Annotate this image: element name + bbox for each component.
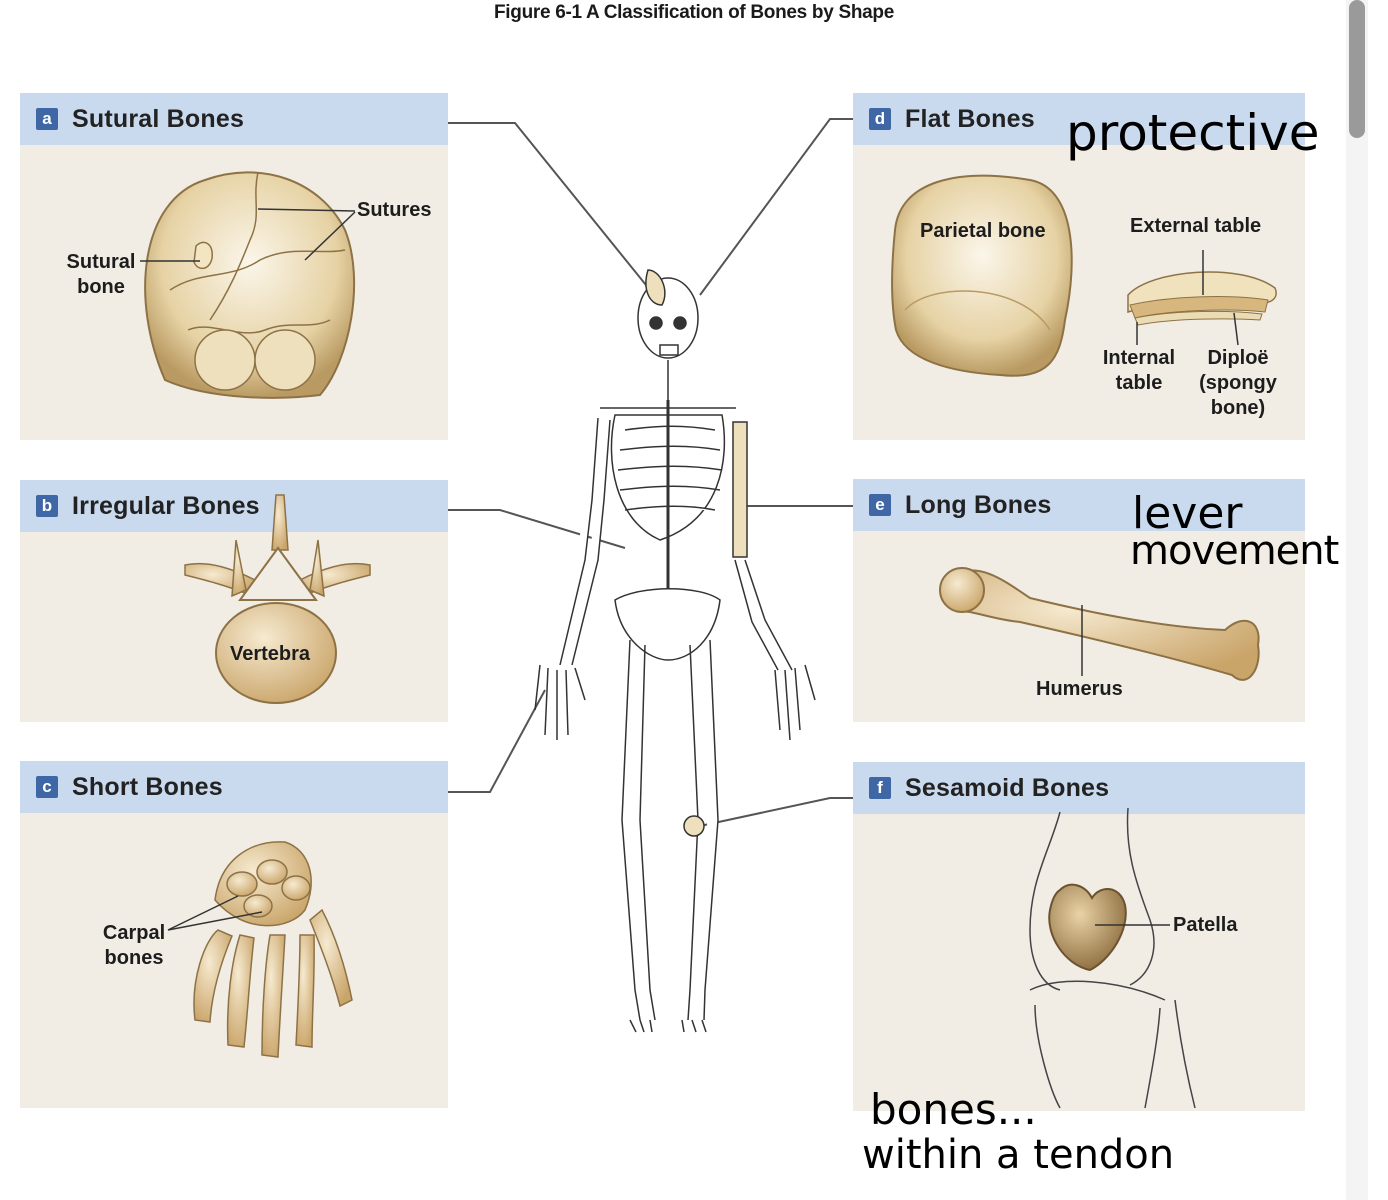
label-parietal-bone: Parietal bone: [920, 220, 1046, 242]
label-internal-table: Internal table: [1102, 347, 1176, 394]
label-carpal-bones: Carpal bones: [102, 922, 166, 969]
label-sutural-bone: Sutural bone: [66, 251, 136, 298]
label-diploe: Diploë (spongy bone): [1199, 347, 1277, 419]
figure-title: Figure 6-1 A Classification of Bones by …: [493, 2, 894, 23]
label-vertebra: Vertebra: [230, 643, 311, 665]
panel-header: a Sutural Bones: [20, 93, 448, 145]
leader-line-short: [448, 689, 546, 793]
handwritten-movement: movement: [1130, 528, 1339, 574]
label-external-table: External table: [1130, 215, 1262, 237]
panel-letter-badge: c: [36, 776, 58, 798]
panel-letter-badge: a: [36, 108, 58, 130]
panel-irregular-bones: b Irregular Bones: [20, 480, 448, 722]
label-sutures: Sutures: [357, 199, 432, 221]
panel-title: Short Bones: [72, 772, 223, 801]
panel-title: Flat Bones: [905, 104, 1035, 133]
label-humerus: Humerus: [1036, 678, 1123, 700]
skull-posterior-illustration: [140, 171, 356, 399]
handwritten-bones: bones...: [870, 1085, 1037, 1134]
handwritten-within-a-tendon: within a tendon: [862, 1132, 1175, 1178]
panel-header: f Sesamoid Bones: [853, 762, 1305, 814]
parietal-bone-illustration: [891, 174, 1073, 377]
panel-letter-badge: d: [869, 108, 891, 130]
panel-title: Irregular Bones: [72, 491, 260, 520]
panel-title: Long Bones: [905, 490, 1052, 519]
vertical-scrollbar-thumb[interactable]: [1349, 0, 1365, 138]
panel-letter-badge: e: [869, 494, 891, 516]
panel-header: c Short Bones: [20, 761, 448, 813]
panel-title: Sutural Bones: [72, 104, 245, 133]
panel-flat-bones: d Flat Bones: [853, 93, 1305, 440]
skeleton-illustration: [534, 269, 816, 1033]
knee-patella-illustration: [1029, 807, 1196, 1109]
humerus-illustration: [939, 567, 1260, 681]
handwritten-protective: protective: [1066, 104, 1320, 162]
panel-header: d Flat Bones: [853, 93, 1305, 145]
panel-title: Sesamoid Bones: [905, 773, 1110, 802]
vertebra-illustration: [184, 494, 371, 704]
panel-header: e Long Bones: [853, 479, 1305, 531]
panel-letter-badge: b: [36, 495, 58, 517]
panel-long-bones: e Long Bones: [853, 479, 1305, 722]
leader-line-sutural: [448, 122, 651, 291]
vertical-scrollbar-track[interactable]: [1346, 0, 1368, 1200]
leader-lines: [448, 118, 853, 827]
panel-letter-badge: f: [869, 777, 891, 799]
panel-header: b Irregular Bones: [20, 480, 448, 532]
handwritten-lever: lever: [1132, 488, 1243, 539]
label-patella: Patella: [1173, 914, 1238, 936]
patella-shape: [1048, 883, 1127, 972]
panel-short-bones: c Short Bones: [20, 761, 448, 1108]
flat-bone-cross-section: [1127, 250, 1277, 346]
leader-line-flat: [699, 118, 853, 296]
hand-carpal-illustration: [193, 841, 353, 1058]
leader-line-sesamoid: [699, 797, 853, 827]
